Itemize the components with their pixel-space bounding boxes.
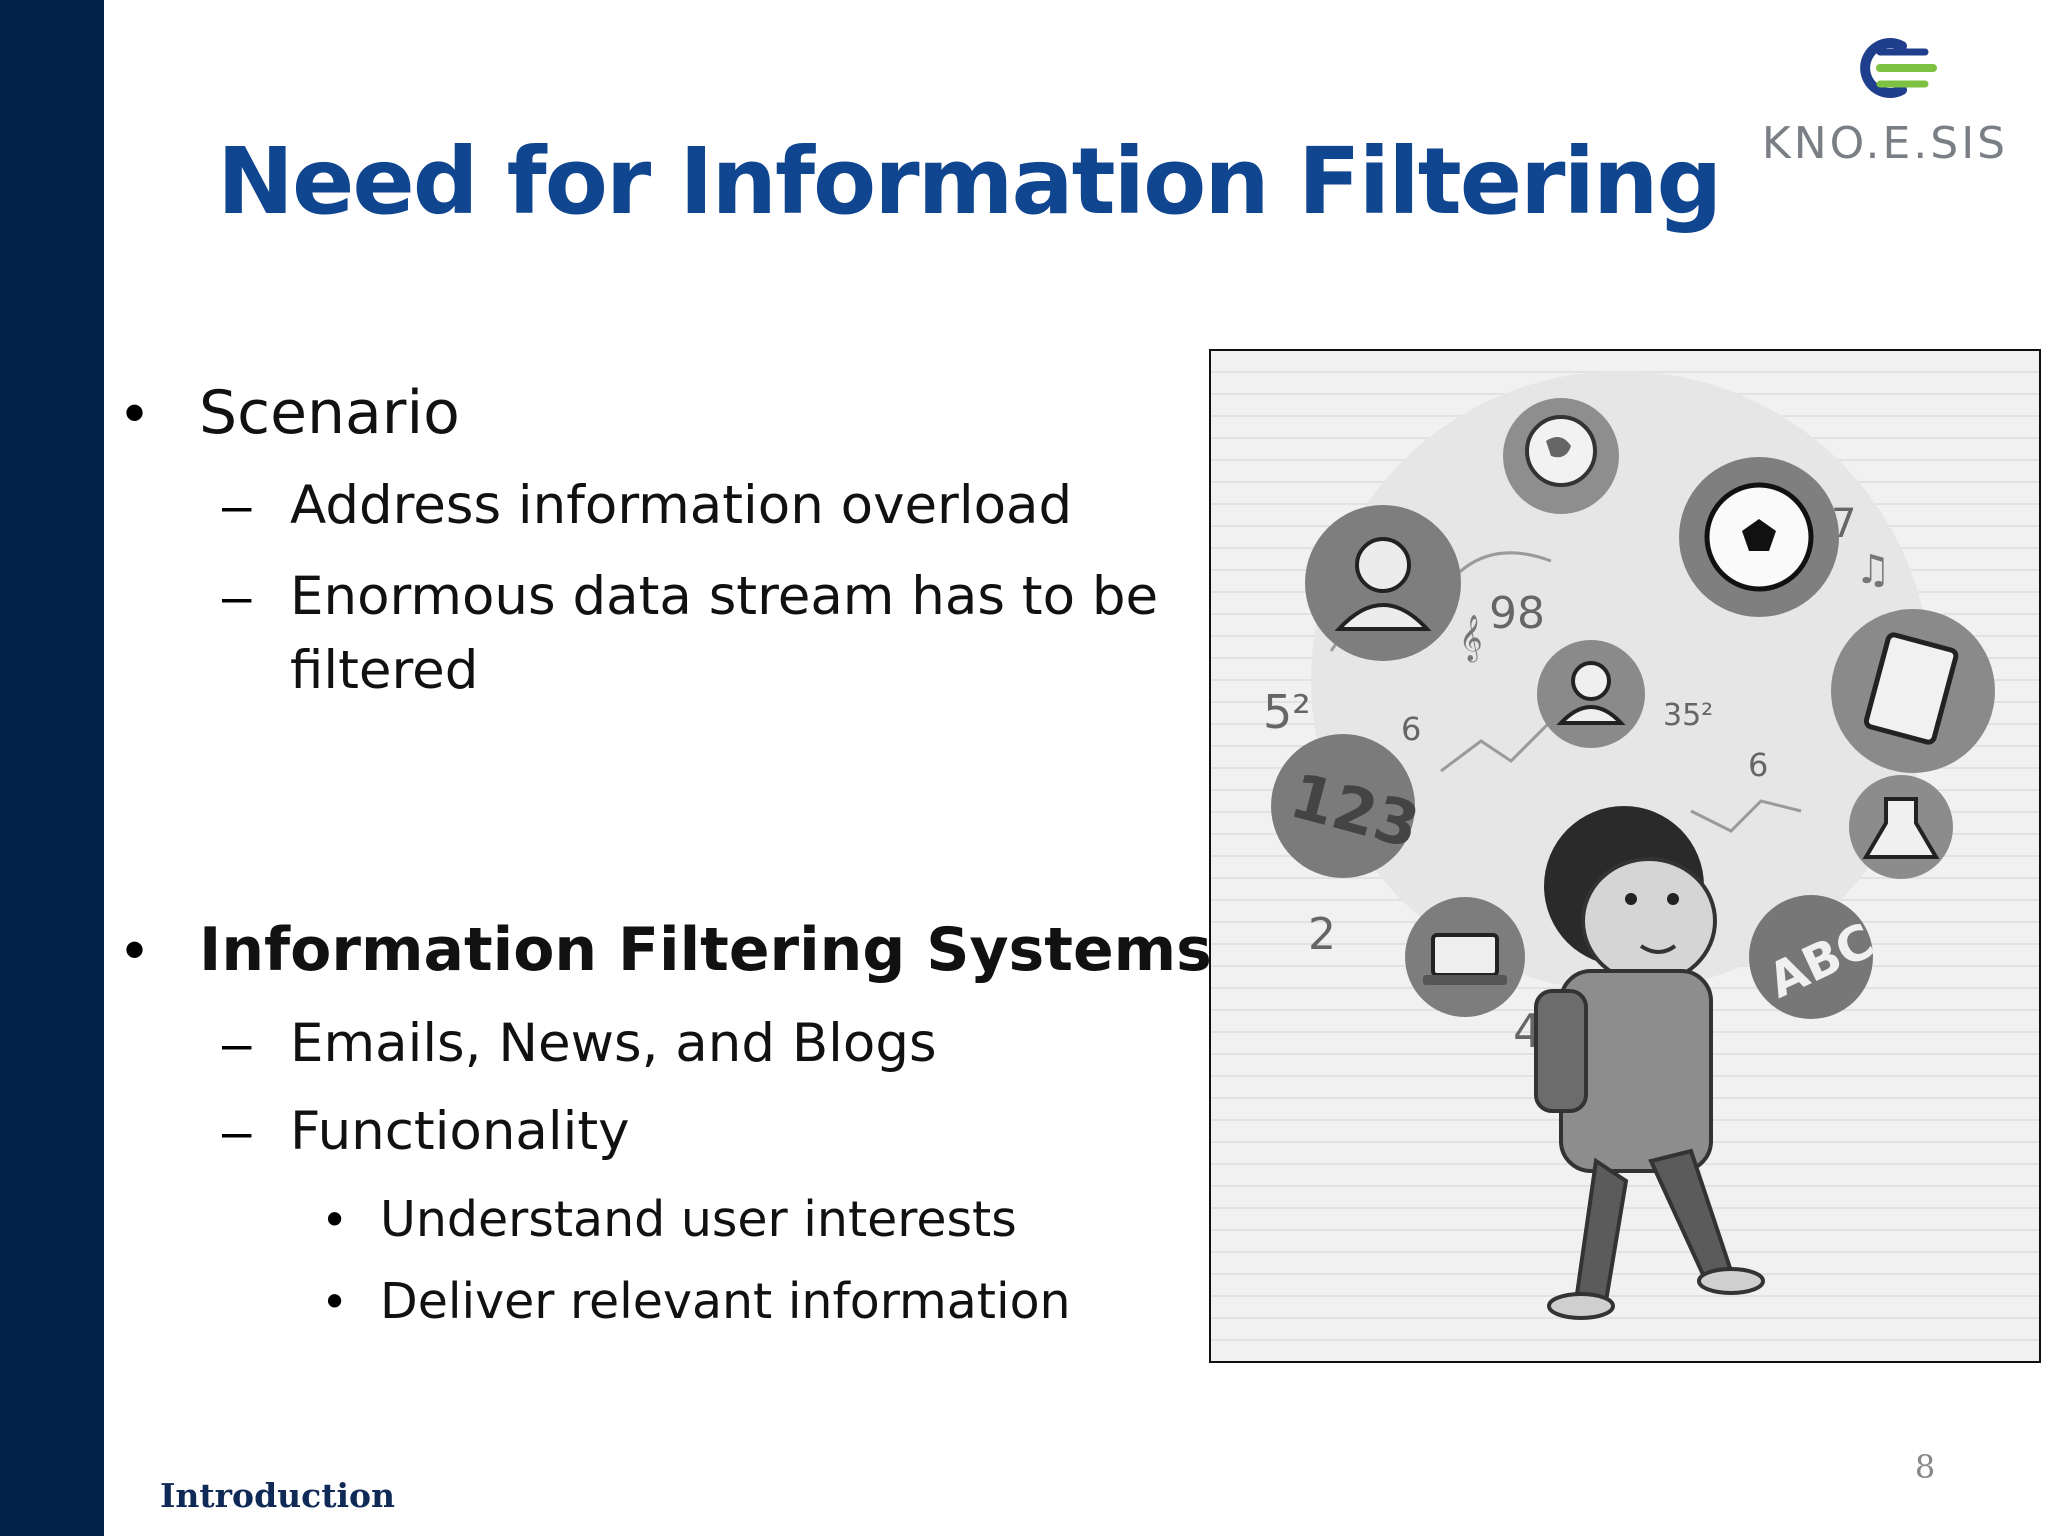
sub-sub-bullet-relevant-information: Deliver relevant information xyxy=(380,1273,1071,1330)
svg-text:35²: 35² xyxy=(1663,698,1713,733)
left-sidebar-bar xyxy=(0,0,104,1536)
bullet-marker: • xyxy=(124,379,146,446)
bullet-marker: • xyxy=(326,1274,344,1328)
dash-marker: – xyxy=(222,476,252,535)
svg-text:♫: ♫ xyxy=(1855,547,1891,593)
slide-title: Need for Information Filtering xyxy=(217,128,1722,235)
bullet-information-filtering-systems: Information Filtering Systems xyxy=(199,915,1212,985)
bullet-marker: • xyxy=(326,1192,344,1246)
svg-text:6: 6 xyxy=(1748,746,1768,784)
bullet-scenario: Scenario xyxy=(199,378,460,448)
sub-bullet-overload: Address information overload xyxy=(290,475,1073,536)
dash-marker: – xyxy=(222,567,252,626)
svg-text:2: 2 xyxy=(1308,909,1336,960)
page-number: 8 xyxy=(1914,1448,1936,1486)
svg-text:98: 98 xyxy=(1489,588,1545,639)
footer-section-label: Introduction xyxy=(160,1476,396,1515)
sub-sub-bullet-user-interests: Understand user interests xyxy=(380,1191,1017,1248)
dash-marker: – xyxy=(222,1014,252,1073)
svg-text:6: 6 xyxy=(1401,710,1421,748)
knoesis-logo: KNO.E.SIS xyxy=(1745,38,2025,168)
knoesis-logo-icon xyxy=(1860,38,1937,98)
student-with-knowledge-icons-illustration: 5² 15 35² 98 2 4 7 8 6 6 𝄞 ♫ xyxy=(1211,351,2039,1361)
svg-text:5²: 5² xyxy=(1263,685,1311,739)
slide-illustration: 5² 15 35² 98 2 4 7 8 6 6 𝄞 ♫ xyxy=(1209,349,2041,1363)
bullet-marker: • xyxy=(124,916,146,983)
sub-bullet-emails-news-blogs: Emails, News, and Blogs xyxy=(290,1013,937,1074)
sub-bullet-data-stream: Enormous data stream has to be xyxy=(290,566,1159,627)
dash-marker: – xyxy=(222,1102,252,1161)
logo-wordmark: KNO.E.SIS xyxy=(1761,118,2009,169)
sub-bullet-data-stream-continuation: filtered xyxy=(290,640,479,701)
svg-text:𝄞: 𝄞 xyxy=(1459,615,1483,663)
sub-bullet-functionality: Functionality xyxy=(290,1101,630,1162)
